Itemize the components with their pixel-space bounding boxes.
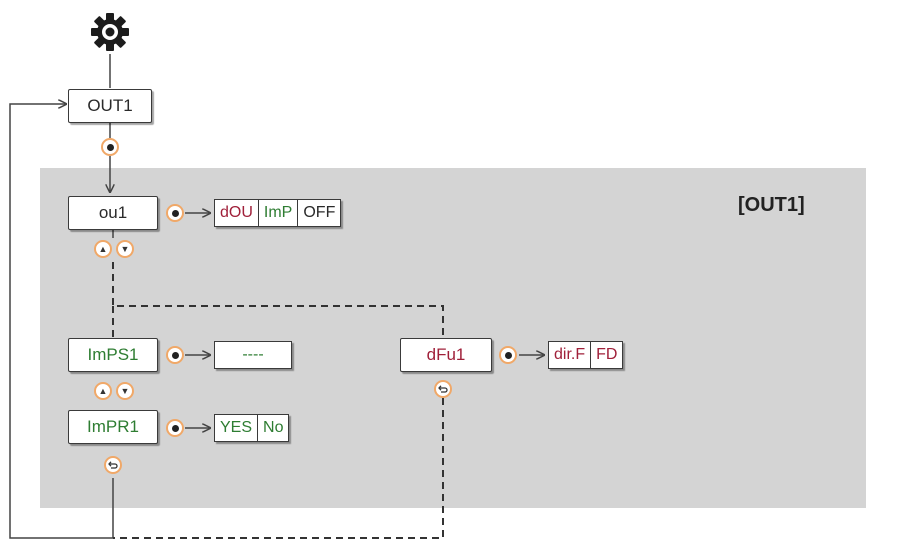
impr1-options: YES No [214,414,290,442]
option-fd: FD [590,342,622,368]
option-off: OFF [297,200,340,226]
back-icon [108,461,118,469]
option-dou: dOU [220,204,253,221]
down-button[interactable]: ▼ [116,240,134,258]
back-button[interactable] [104,456,122,474]
option-yes: YES [220,419,253,436]
up-button[interactable]: ▲ [94,382,112,400]
node-out1[interactable]: OUT1 [68,89,152,123]
ou1-options: dOU ImP OFF [214,199,342,227]
up-button[interactable]: ▲ [94,240,112,258]
enter-button-impr1[interactable] [166,419,184,437]
back-button[interactable] [434,380,452,398]
option-imp: ImP [257,200,297,226]
node-dfu1[interactable]: dFu1 [400,338,492,372]
option-dirf: dir.F [554,346,586,363]
node-imps1[interactable]: ImPS1 [68,338,158,372]
dfu1-options: dir.F FD [548,341,624,369]
node-out1-label: OUT1 [87,96,133,115]
node-ou1[interactable]: ou1 [68,196,158,230]
enter-button-imps1[interactable] [166,346,184,364]
down-button[interactable]: ▼ [116,382,134,400]
node-dfu1-label: dFu1 [426,345,466,364]
enter-button[interactable] [101,138,119,156]
option-no: No [257,415,288,441]
gear-icon [91,13,129,51]
node-ou1-label: ou1 [98,203,128,222]
node-imps1-label: ImPS1 [87,345,139,364]
imps1-options: ---- [214,341,292,369]
node-impr1[interactable]: ImPR1 [68,410,158,444]
section-label: [OUT1] [738,194,805,216]
enter-button-dfu1[interactable] [499,346,517,364]
option-dashes: ---- [242,346,264,363]
enter-button-ou1[interactable] [166,204,184,222]
back-icon [438,385,448,393]
node-impr1-label: ImPR1 [87,417,139,436]
